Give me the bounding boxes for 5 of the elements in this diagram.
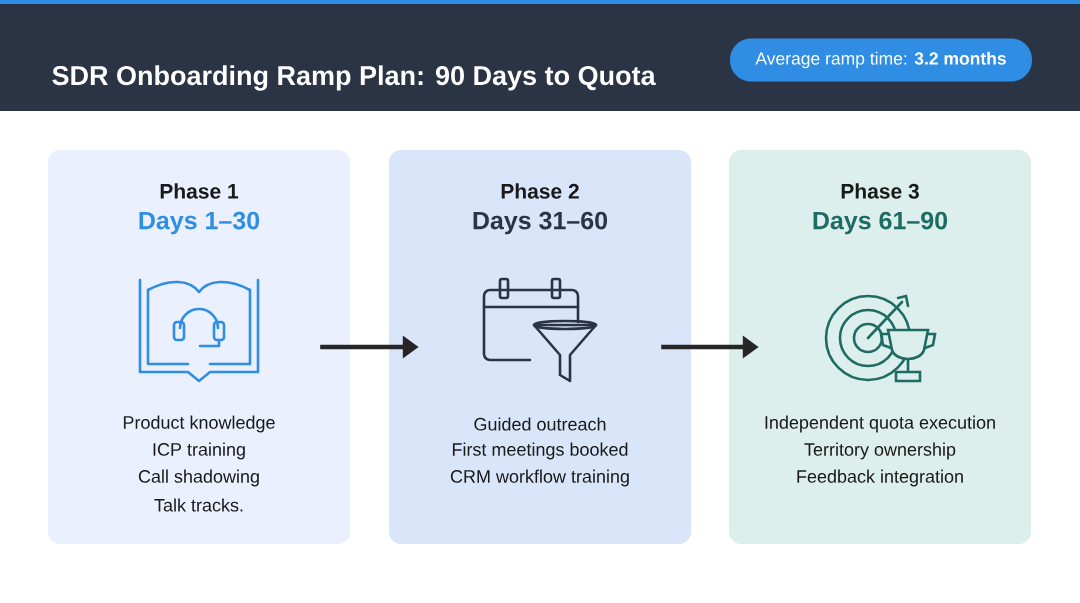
title: SDR Onboarding Ramp Plan: 90 Days to Quota bbox=[52, 65, 656, 91]
phase-card: Phase 1 Days 1–30 Product knowledge ICP training Call shadowing Talk tracks. bbox=[48, 150, 350, 544]
phase-card: Phase 3 Days 61–90 Independent quota execution Territory ownership Feedback integration bbox=[729, 150, 1031, 544]
info-badge: Average ramp time: 3.2 months bbox=[730, 38, 1032, 82]
phase-card: Phase 2 Days 31–60 Guided outreach First meetings booked CRM workflow training bbox=[389, 150, 691, 544]
